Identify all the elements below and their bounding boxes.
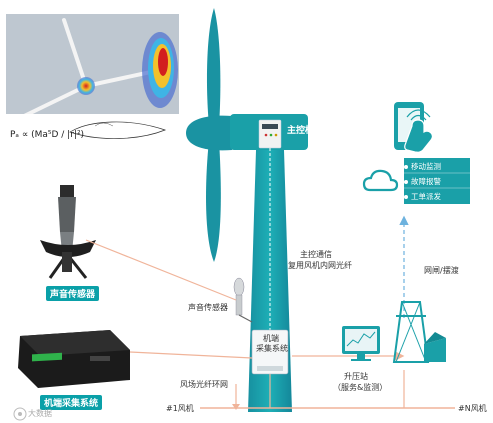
tower-sound-sensor bbox=[233, 277, 253, 323]
cloud-item-label: 工单派发 bbox=[411, 192, 441, 201]
sound-sensor-small-label: 声音传感器 bbox=[188, 303, 228, 312]
cloud-panel-items: 移动监测 故障报警 工单派发 bbox=[360, 158, 470, 204]
sound-sensor-tag: 声音传感器 bbox=[46, 286, 100, 301]
turbine-last-label: #N风机 bbox=[458, 404, 487, 413]
nacelle-collect-sublabel: 采集系统 bbox=[256, 344, 288, 353]
cloud-service-panel bbox=[360, 158, 470, 204]
wind-turbine bbox=[186, 8, 308, 412]
substation-sublabel: （服务&监测） bbox=[333, 383, 388, 392]
collection-system-device bbox=[18, 330, 130, 388]
main-comm-sublabel: 复用风机内网光纤 bbox=[288, 261, 352, 270]
turbine-blade-lower bbox=[206, 140, 221, 262]
substation-monitor-icon bbox=[342, 326, 380, 361]
main-comm-label: 主控通信 bbox=[300, 250, 332, 259]
substation-pylon-icon bbox=[392, 301, 446, 363]
substation-label: 升压站 bbox=[344, 372, 368, 381]
collection-system-tag: 机端采集系统 bbox=[40, 395, 103, 410]
collector-pointer-arrow bbox=[129, 351, 253, 359]
main-cabinet-label: 主控柜 bbox=[287, 126, 315, 136]
sound-heatmap-plume bbox=[142, 32, 178, 108]
turbine-blade-upper bbox=[206, 8, 221, 126]
cloud-item-label: 故障报警 bbox=[411, 177, 441, 186]
acoustic-inset-image bbox=[6, 14, 179, 152]
inset-formula: Pₐ ∝ (Ma⁵D / |r|²) bbox=[10, 130, 84, 140]
cloud-item-fault-alarm: 故障报警 bbox=[404, 176, 441, 187]
cloud-item-work-order: 工单派发 bbox=[404, 191, 441, 202]
cloud-item-label: 移动监测 bbox=[411, 162, 441, 171]
sound-sensor-device bbox=[40, 185, 96, 279]
ring-network-label: 风场光纤环网 bbox=[180, 380, 228, 389]
watermark-text: 大数据 bbox=[28, 409, 52, 418]
network-gate-label: 网闸/摆渡 bbox=[424, 266, 459, 275]
turbine-hub bbox=[186, 115, 232, 151]
mobile-touch-icon bbox=[394, 102, 434, 153]
watermark-logo-icon bbox=[13, 407, 27, 421]
sensor-pointer-arrow bbox=[85, 239, 237, 301]
cloud-icon bbox=[362, 169, 399, 192]
cloud-item-mobile-monitoring: 移动监测 bbox=[404, 161, 441, 172]
nacelle-collect-label: 机端 bbox=[263, 334, 279, 343]
turbine-first-label: #1风机 bbox=[166, 404, 194, 413]
